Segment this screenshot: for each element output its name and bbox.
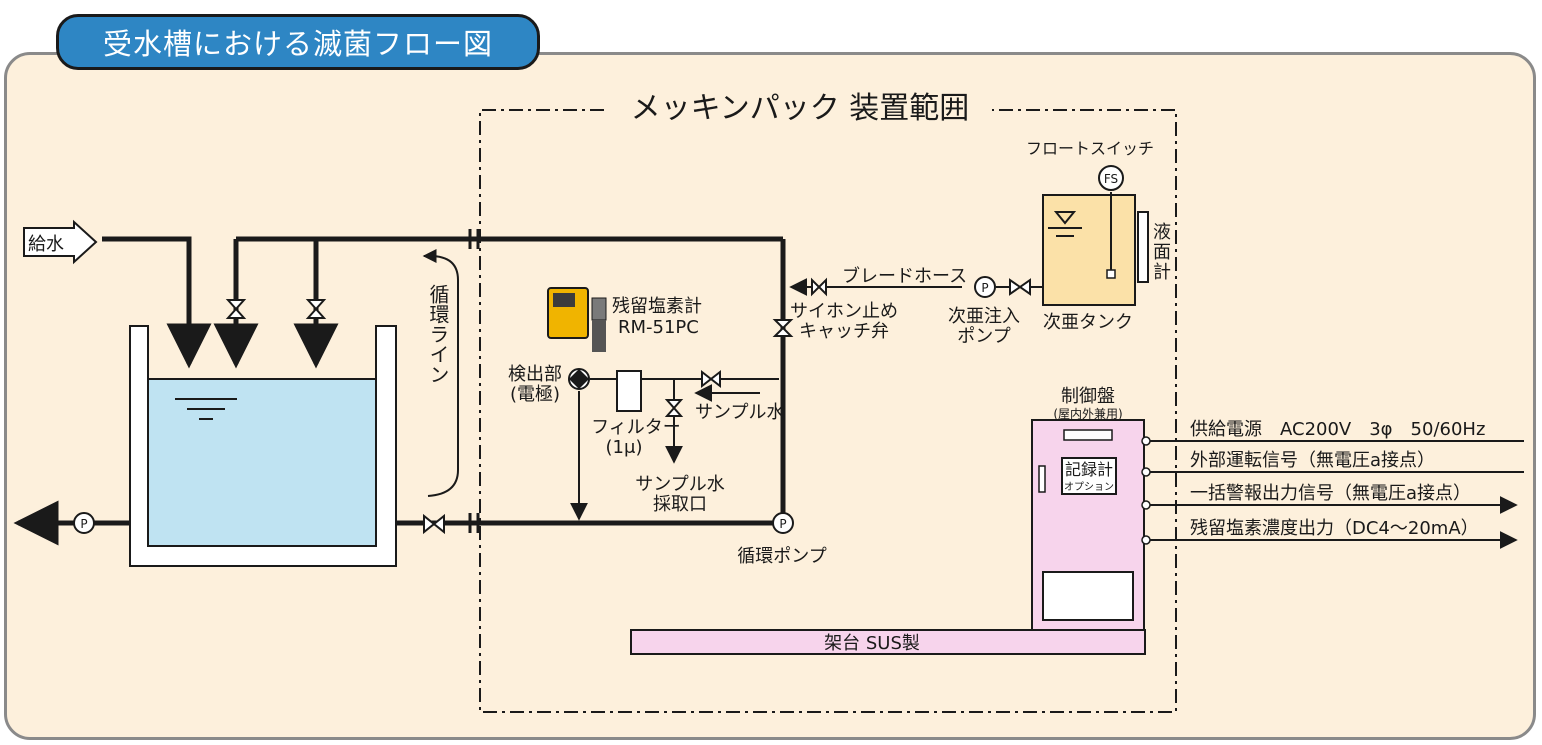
svg-text:P: P [80,517,87,531]
level-gauge-label-3: 計 [1153,262,1171,283]
float-switch-icon: FS [1098,165,1124,191]
siphon-valve-icon [811,277,827,297]
siphon-label-2: キャッチ弁 [799,321,889,342]
svg-text:FS: FS [1104,172,1118,186]
signal-text: 外部運転信号（無電圧a接点） [1190,450,1435,471]
injection-pump-icon: P [974,276,996,298]
valve-icon [772,319,794,337]
filter-label-1: フィルター [591,417,681,438]
signal-text: 供給電源 AC200V 3φ 50/60Hz [1190,419,1485,440]
tank-label: 次亜タンク [1043,312,1133,333]
circulation-pump-label: 循環ポンプ [737,546,826,567]
hypochlorite-tank: FS フロートスイッチ 液 面 計 次亜タンク [1026,139,1171,333]
detector-electrode-icon [568,368,590,390]
water-supply-inlet: 給水 [23,219,212,369]
signal-text: 一括警報出力信号（無電圧a接点） [1190,483,1471,504]
outlet-pump-icon: P [73,512,95,534]
water-supply-label: 給水 [28,234,64,255]
diagram-title: 受水槽における滅菌フロー図 [56,14,540,70]
circulation-pump-icon: P [772,512,794,534]
detector-label-2: (電極) [510,384,560,405]
injection-line: ブレードホース サイホン止め キャッチ弁 P 次亜注入 ポンプ [789,265,1043,347]
circulation-return-line [213,229,783,369]
chlorine-meter-model: RM-51PC [618,317,699,338]
stand-label: 架台 SUS製 [824,633,920,654]
sample-port-label-2: 採取口 [653,494,707,515]
braided-hose-label: ブレードホース [842,265,967,287]
valve-icon [1009,278,1031,296]
injection-pump-label-1: 次亜注入 [948,306,1020,327]
detector-label-1: 検出部 [508,364,562,385]
signal-text: 残留塩素濃度出力（DC4～20mA） [1190,518,1479,539]
recorder-sublabel: (オプション) [1060,481,1118,493]
sample-port-label-1: サンプル水 [635,474,724,495]
control-panel-label: 制御盤 [1061,386,1115,407]
signal-lines: 供給電源 AC200V 3φ 50/60Hz 外部運転信号（無電圧a接点） 一括… [1141,419,1524,549]
valve-icon [225,299,247,319]
svg-text:循環ライン: 循環ライン [426,284,450,384]
svg-text:P: P [981,281,988,295]
valve-icon [305,299,327,319]
siphon-label-1: サイホン止め [790,301,898,322]
filter-label-2: (1μ) [606,437,643,458]
chlorine-meter-label: 残留塩素計 [612,296,702,317]
sample-water-label: サンプル水 [695,402,784,423]
level-gauge-label-1: 液 [1153,222,1171,243]
level-gauge-label-2: 面 [1153,242,1171,263]
control-panel-sublabel: (屋内外兼用) [1053,407,1122,421]
level-gauge-icon [1137,211,1149,283]
circulation-indicator: 循環ライン [422,249,459,497]
control-panel: 制御盤 (屋内外兼用) 記録計 (オプション) [1031,386,1145,631]
valve-icon [423,513,445,535]
equipment-scope-frame: メッキンパック 装置範囲 [479,91,1177,713]
sampling-branch: サンプル水 サンプル水 採取口 フィルター (1μ) 検出部 (電極) [508,364,784,521]
stand: 架台 SUS製 [630,629,1146,655]
outlet: P [13,500,130,546]
filter-icon [616,370,642,412]
recorder-label: 記録計 [1065,460,1113,479]
bottom-circulation-line: P 循環ポンプ [396,239,827,567]
receiving-tank [129,325,397,567]
float-switch-label: フロートスイッチ [1026,139,1154,158]
injection-pump-label-2: ポンプ [957,326,1010,347]
scope-label: メッキンパック 装置範囲 [631,91,970,126]
residual-chlorine-meter: 残留塩素計 RM-51PC [547,287,702,352]
valve-icon [664,399,684,417]
recorder-box [1061,457,1117,495]
svg-text:P: P [779,517,786,531]
valve-icon [701,369,721,389]
